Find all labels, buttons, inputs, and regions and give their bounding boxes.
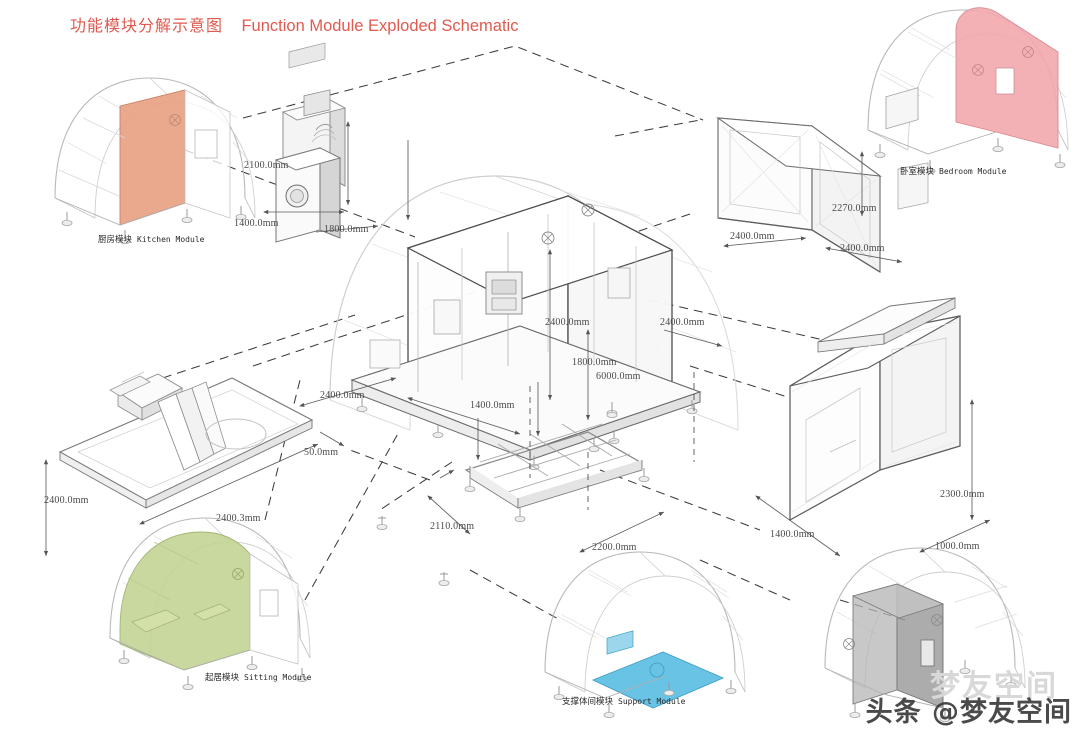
kitchen-appliance-unit bbox=[274, 42, 347, 243]
watermark-toutiao: 头条 @梦友空间 bbox=[865, 697, 1072, 728]
module-label-bedroom-en: Bedroom Module bbox=[939, 167, 1007, 176]
module-kitchen bbox=[54, 77, 256, 245]
module-label-sitting: 起居模块 Sitting Module bbox=[205, 673, 312, 683]
module-label-bedroom-cn: 卧室模块 bbox=[900, 167, 935, 177]
module-label-kitchen-cn: 厨房模块 bbox=[98, 235, 133, 245]
kitchen-color-panel bbox=[119, 89, 186, 226]
module-sitting bbox=[109, 517, 311, 691]
connector-feet bbox=[376, 403, 618, 587]
dimension-core-length: 6000.0mm bbox=[596, 371, 641, 382]
module-label-bedroom: 卧室模块 Bedroom Module bbox=[900, 167, 1007, 177]
module-label-support-en: Support Module bbox=[618, 697, 686, 706]
page-title-en: Function Module Exploded Schematic bbox=[241, 17, 519, 35]
dimension-kitchen-height: 2100.0mm bbox=[244, 160, 289, 171]
sitting-color-panel bbox=[119, 531, 251, 671]
dimension-bedroom-depth: 2400.0mm bbox=[840, 243, 885, 254]
dimension-bedroom-height: 2270.0mm bbox=[832, 203, 877, 214]
module-label-kitchen-en: Kitchen Module bbox=[137, 235, 205, 244]
dimension-sitting-floor-width: 2400.3mm bbox=[216, 513, 261, 524]
module-label-sitting-en: Sitting Module bbox=[244, 673, 312, 682]
dimension-kitchen-width: 1400.0mm bbox=[234, 218, 279, 229]
module-label-sitting-cn: 起居模块 bbox=[205, 673, 240, 683]
module-label-support-cn: 支撑体间模块 bbox=[562, 697, 614, 707]
dimension-support-width: 2110.0mm bbox=[430, 521, 475, 532]
page-title-cn: 功能模块分解示意图 bbox=[70, 16, 224, 35]
module-label-support: 支撑体间模块 Support Module bbox=[562, 697, 686, 707]
dimension-lines bbox=[43, 121, 991, 557]
module-bedroom bbox=[867, 7, 1069, 175]
core-top-face bbox=[406, 195, 674, 303]
bedroom-panel-unit bbox=[716, 117, 882, 274]
dimension-bath-width: 1400.0mm bbox=[770, 529, 815, 540]
dimension-core-height-left: 2400.0mm bbox=[545, 317, 590, 328]
dimension-sitting-floor-depth: 2400.0mm bbox=[44, 495, 89, 506]
dimension-bath-depth: 1000.0mm bbox=[935, 541, 980, 552]
dimension-floor-thickness: 50.0mm bbox=[304, 447, 339, 458]
dimension-core-width-right: 2400.0mm bbox=[660, 317, 705, 328]
dimension-core-sub-height: 1800.0mm bbox=[572, 357, 617, 368]
dimension-bath-height: 2300.0mm bbox=[940, 489, 985, 500]
dimension-kitchen-depth: 1800.0mm bbox=[324, 224, 369, 235]
support-color-panel bbox=[591, 651, 725, 709]
watermark-ghost: 梦友空间 bbox=[930, 669, 1058, 704]
module-support bbox=[544, 551, 746, 719]
dimension-bedroom-width: 2400.0mm bbox=[730, 231, 775, 242]
dimension-support-length: 2200.0mm bbox=[592, 542, 637, 553]
dimension-floor-span-left: 2400.0mm bbox=[320, 390, 365, 401]
sitting-floor-slab bbox=[58, 371, 314, 509]
bath-wet-unit bbox=[789, 162, 961, 522]
module-bath bbox=[824, 547, 1026, 723]
dimension-floor-span-mid: 1400.0mm bbox=[470, 400, 515, 411]
support-frame bbox=[464, 423, 650, 523]
page-title: 功能模块分解示意图 Function Module Exploded Schem… bbox=[70, 18, 518, 35]
module-label-kitchen: 厨房模块 Kitchen Module bbox=[98, 235, 205, 245]
